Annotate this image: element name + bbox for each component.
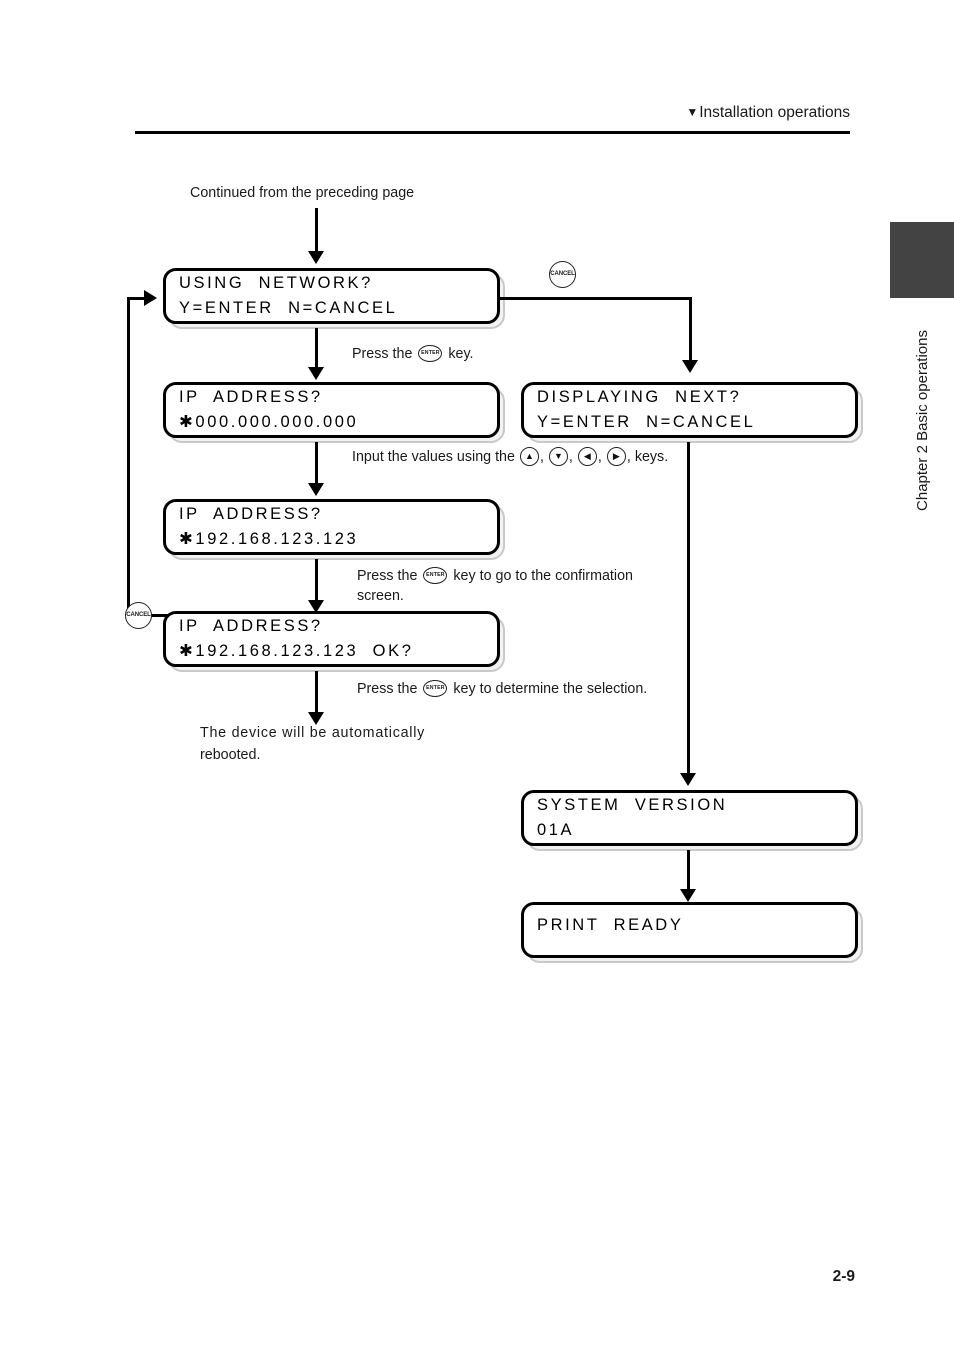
screen-system-version: SYSTEM VERSION 01A: [521, 790, 863, 851]
connector-branch-arrow: [681, 360, 698, 373]
annotation-press-enter-confirmation: Press the ENTER key to go to the confirm…: [357, 566, 657, 606]
screen-ip-address-zero: IP ADDRESS? ✱000.000.000.000: [163, 382, 505, 443]
screen-text: USING NETWORK? Y=ENTER N=CANCEL: [179, 268, 490, 324]
screen-line-2: ✱000.000.000.000: [179, 413, 359, 431]
connector-3-4-arrow: [307, 600, 324, 613]
entry-note: Continued from the preceding page: [190, 185, 415, 201]
screen-line-2: Y=ENTER N=CANCEL: [537, 413, 756, 431]
screen-line-2: 01A: [537, 821, 575, 839]
connector-entry-arrow: [307, 251, 324, 264]
screen-ip-address-entered: IP ADDRESS? ✱192.168.123.123: [163, 499, 505, 560]
screen-text: SYSTEM VERSION 01A: [537, 790, 848, 846]
connector-branch-vertical: [689, 297, 692, 365]
arrow-right-key-icon: ▶: [606, 446, 626, 466]
screen-frame: [163, 499, 500, 555]
chapter-tab-block: [890, 222, 954, 298]
screen-frame: [163, 382, 500, 438]
screen-line-1: SYSTEM VERSION: [537, 796, 728, 814]
annotation-text-after: keys.: [634, 449, 669, 465]
page-header-title: ▼Installation operations: [135, 104, 850, 122]
screen-line-1: IP ADDRESS?: [179, 505, 323, 523]
annotation-input-values: Input the values using the ▲, ▼, ◀, ▶, k…: [352, 446, 697, 467]
screen-frame: [521, 382, 858, 438]
enter-key-icon: ENTER: [423, 679, 448, 697]
page-number: 2-9: [832, 1268, 855, 1285]
arrow-up-key-icon: ▲: [519, 446, 539, 466]
connector-1-2-line: [315, 328, 318, 376]
annotation-press-enter: Press the ENTER key.: [352, 344, 552, 364]
reboot-note-line-2: rebooted.: [200, 747, 261, 763]
sep-2: ,: [568, 449, 573, 465]
screen-text: IP ADDRESS? ✱000.000.000.000: [179, 382, 490, 438]
annotation-text-before: Input the values using the: [352, 449, 515, 465]
enter-key-icon: ENTER: [418, 344, 443, 362]
sep-3: ,: [597, 449, 602, 465]
enter-key-icon: ENTER: [423, 566, 448, 584]
annotation-text-before: Press the: [352, 346, 413, 362]
screen-line-1: USING NETWORK?: [179, 274, 373, 292]
screen-text: DISPLAYING NEXT? Y=ENTER N=CANCEL: [537, 382, 848, 438]
screen-frame: [521, 902, 858, 958]
screen-ip-address-confirm: IP ADDRESS? ✱192.168.123.123 OK?: [163, 611, 505, 672]
chapter-tab-label: Chapter 2 Basic operations: [890, 300, 954, 560]
screen-line-1: PRINT READY: [537, 916, 684, 934]
connector-next-version-line: [687, 442, 690, 780]
annotation-text-after: key to go to the confirmation screen.: [357, 568, 633, 604]
screen-text: PRINT READY: [537, 902, 848, 958]
screen-line-1: DISPLAYING NEXT?: [537, 388, 742, 406]
connector-2-3-arrow: [307, 483, 324, 496]
reboot-note-line-1: The device will be automatically: [200, 725, 426, 741]
annotation-press-enter-determine: Press the ENTER key to determine the sel…: [357, 679, 717, 699]
screen-displaying-next: DISPLAYING NEXT? Y=ENTER N=CANCEL: [521, 382, 863, 443]
annotation-text-after: key to determine the selection.: [453, 681, 648, 697]
sep-4: ,: [626, 449, 631, 465]
connector-next-version-arrow: [679, 773, 696, 786]
connector-loopback-arrow: [144, 290, 157, 306]
screen-line-2: Y=ENTER N=CANCEL: [179, 299, 398, 317]
annotation-text-before: Press the: [357, 681, 418, 697]
screen-line-1: IP ADDRESS?: [179, 388, 323, 406]
annotation-text-before: Press the: [357, 568, 418, 584]
connector-loopback-top: [127, 297, 145, 300]
header-title-text: Installation operations: [699, 104, 850, 121]
screen-line-2: ✱192.168.123.123: [179, 530, 359, 548]
connector-2-3-line: [315, 442, 318, 492]
screen-line-1: IP ADDRESS?: [179, 617, 323, 635]
connector-version-ready-line: [687, 850, 690, 898]
connector-version-ready-arrow: [679, 889, 696, 902]
screen-frame: [163, 268, 500, 324]
screen-line-2: ✱192.168.123.123 OK?: [179, 642, 414, 660]
arrow-left-key-icon: ◀: [577, 446, 597, 466]
cancel-key-icon-left: CANCEL: [125, 602, 152, 629]
connector-entry-line: [315, 208, 318, 256]
cancel-key-icon-top: CANCEL: [549, 261, 576, 288]
screen-print-ready: PRINT READY: [521, 902, 863, 963]
chapter-tab-text: Chapter 2 Basic operations: [913, 330, 931, 511]
header-marker-icon: ▼: [686, 105, 699, 119]
screen-frame: [163, 611, 500, 667]
connector-loopback-vertical: [127, 297, 130, 617]
header-divider: [135, 131, 850, 134]
connector-3-4-line: [315, 559, 318, 609]
annotation-text-after: key.: [448, 346, 474, 362]
screen-using-network: USING NETWORK? Y=ENTER N=CANCEL: [163, 268, 505, 329]
connector-branch-horizontal: [500, 297, 692, 300]
sep-1: ,: [539, 449, 544, 465]
connector-4-end-line: [315, 671, 318, 721]
connector-4-end-arrow: [307, 712, 324, 725]
screen-frame: [521, 790, 858, 846]
arrow-down-key-icon: ▼: [548, 446, 568, 466]
connector-1-2-arrow: [307, 367, 324, 380]
screen-text: IP ADDRESS? ✱192.168.123.123 OK?: [179, 611, 490, 667]
screen-text: IP ADDRESS? ✱192.168.123.123: [179, 499, 490, 555]
